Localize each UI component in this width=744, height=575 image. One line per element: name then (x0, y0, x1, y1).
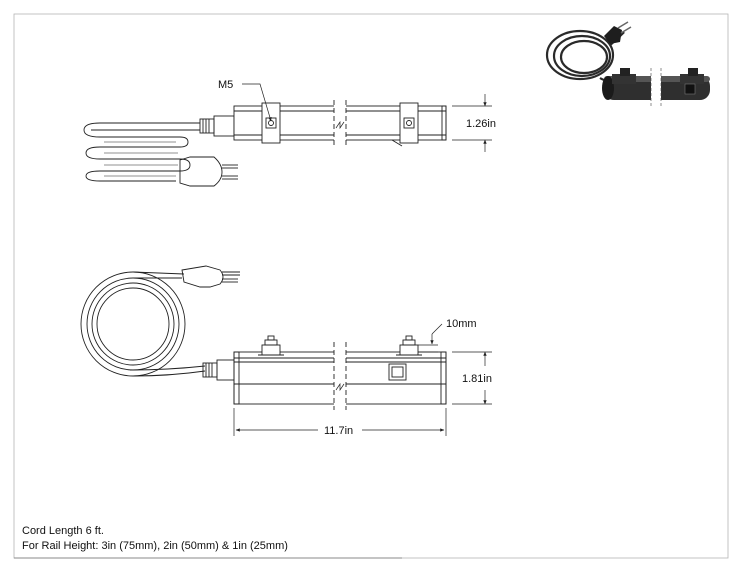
top-view-height-label: 1.26in (466, 118, 496, 130)
side-view-break-gap (334, 340, 346, 412)
render-plug (604, 21, 632, 44)
top-view-strain-relief (199, 115, 235, 137)
side-view-clamp-right (396, 335, 422, 356)
side-view-plug (181, 265, 240, 288)
side-view-length-label: 11.7in (324, 425, 353, 437)
side-view-cord-coil (80, 271, 206, 377)
side-view-switch (388, 363, 407, 381)
side-view (80, 265, 492, 436)
rail-height-note: For Rail Height: 3in (75mm), 2in (50mm) … (22, 540, 288, 552)
side-view-height-dimension (452, 351, 492, 405)
top-view-coiled-cord (83, 122, 200, 182)
cord-length-note: Cord Length 6 ft. (22, 525, 104, 537)
product-render (545, 21, 710, 108)
top-view-plug (179, 156, 238, 187)
m5-leader (242, 83, 272, 122)
side-view-strain-relief (202, 359, 235, 381)
clamp-dimension (418, 323, 443, 353)
top-view (83, 83, 492, 187)
m5-label: M5 (218, 79, 233, 91)
top-view-clamp-left (261, 102, 281, 144)
top-view-height-dimension (452, 94, 492, 152)
side-view-length-dimension (233, 408, 447, 436)
side-view-height-label: 1.81in (462, 373, 492, 385)
side-view-clamp-left (258, 335, 284, 356)
render-cord-coil (545, 29, 625, 82)
clamp-dimension-label: 10mm (446, 318, 477, 330)
top-view-clamp-right (399, 102, 419, 144)
render-bar (602, 68, 710, 108)
